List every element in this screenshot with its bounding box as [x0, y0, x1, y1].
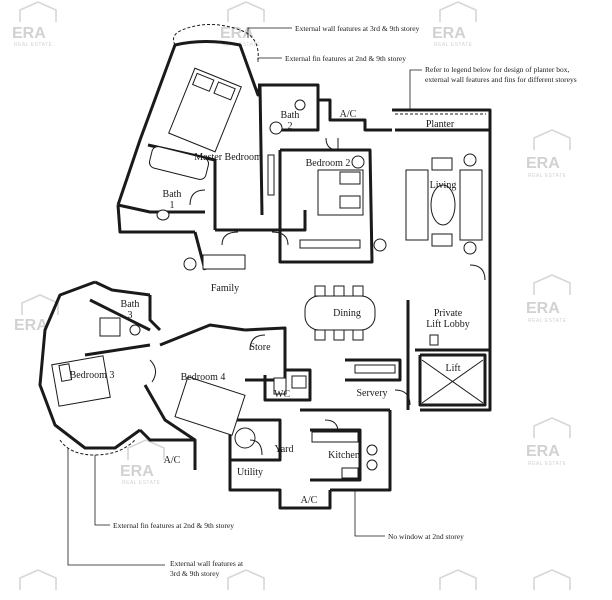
era-watermark-top-left: ERA REAL ESTATE	[12, 1, 57, 48]
room-bath2-line2: 2	[288, 121, 293, 132]
svg-text:ERA: ERA	[526, 300, 560, 317]
era-watermark-right-3: ERA REAL ESTATE	[526, 417, 571, 467]
annotations: External wall features at 3rd & 9th stor…	[67, 24, 577, 578]
svg-text:REAL ESTATE: REAL ESTATE	[528, 318, 567, 324]
svg-text:ERA: ERA	[526, 155, 560, 172]
svg-text:REAL ESTATE: REAL ESTATE	[14, 42, 53, 48]
note-ext-wall-bottom-1: External wall features at	[170, 559, 244, 568]
room-bath1-line2: 1	[170, 200, 175, 211]
room-planter: Planter	[426, 119, 455, 130]
note-legend-2: external wall features and fins for diff…	[425, 75, 577, 84]
dining-set	[304, 285, 376, 341]
svg-text:ERA: ERA	[120, 463, 154, 480]
room-lobby-line2: Lift Lobby	[426, 319, 470, 330]
svg-text:REAL ESTATE: REAL ESTATE	[528, 461, 567, 467]
room-family: Family	[211, 283, 239, 294]
note-ext-fin-top: External fin features at 2nd & 9th store…	[285, 54, 406, 63]
room-bath3-line2: 3	[128, 310, 133, 321]
svg-text:ERA: ERA	[432, 25, 466, 42]
room-yard: Yard	[275, 444, 294, 455]
interior-walls	[84, 84, 490, 482]
era-watermark-top-center: ERA REAL ESTATE	[220, 1, 265, 48]
room-living: Living	[430, 180, 457, 191]
era-watermark-left-1: ERA	[14, 294, 59, 334]
svg-text:REAL ESTATE: REAL ESTATE	[434, 42, 473, 48]
era-watermark-top-right: ERA REAL ESTATE	[432, 1, 477, 48]
furniture	[51, 67, 483, 479]
room-ac-top: A/C	[340, 109, 357, 120]
room-lobby-line1: Private	[434, 308, 463, 319]
svg-text:ERA: ERA	[12, 25, 46, 42]
room-bedroom4: Bedroom 4	[181, 372, 226, 383]
room-store: Store	[249, 342, 271, 353]
svg-text:ERA: ERA	[220, 25, 254, 42]
era-watermark-bottom-center: ERA REAL ESTATE	[120, 439, 165, 486]
note-no-window: No window at 2nd storey	[388, 532, 464, 541]
era-watermark-bottom-row	[19, 569, 571, 590]
room-bath2-line1: Bath	[281, 110, 300, 121]
era-watermark-right-1: ERA REAL ESTATE	[526, 129, 571, 179]
room-lift: Lift	[446, 363, 461, 374]
door-swings	[149, 137, 486, 456]
svg-text:REAL ESTATE: REAL ESTATE	[122, 480, 161, 486]
room-kitchen: Kitchen	[328, 450, 360, 461]
room-servery: Servery	[356, 388, 387, 399]
note-legend-1: Refer to legend below for design of plan…	[425, 65, 569, 74]
room-wc: WC	[274, 389, 290, 400]
era-watermark-right-2: ERA REAL ESTATE	[526, 274, 571, 324]
note-ext-wall-bottom-2: 3rd & 9th storey	[170, 569, 220, 578]
room-ac-left: A/C	[164, 455, 181, 466]
room-bath3-line1: Bath	[121, 299, 140, 310]
room-utility: Utility	[237, 467, 263, 478]
svg-text:ERA: ERA	[526, 443, 560, 460]
room-bedroom3: Bedroom 3	[70, 370, 115, 381]
svg-text:ERA: ERA	[14, 317, 48, 334]
room-bath1-line1: Bath	[163, 189, 182, 200]
svg-text:REAL ESTATE: REAL ESTATE	[528, 173, 567, 179]
exterior-walls	[38, 23, 492, 510]
note-ext-fin-bottom: External fin features at 2nd & 9th store…	[113, 521, 234, 530]
room-master-bedroom: Master Bedroom	[194, 152, 262, 163]
room-ac-bottom: A/C	[301, 495, 318, 506]
room-bedroom2: Bedroom 2	[306, 158, 351, 169]
master-bed	[168, 67, 242, 153]
room-labels: Master Bedroom Bath 1 Bath 2 Bath 3 A/C …	[70, 109, 470, 506]
room-dining: Dining	[333, 308, 361, 319]
note-ext-wall-top: External wall features at 3rd & 9th stor…	[295, 24, 420, 33]
